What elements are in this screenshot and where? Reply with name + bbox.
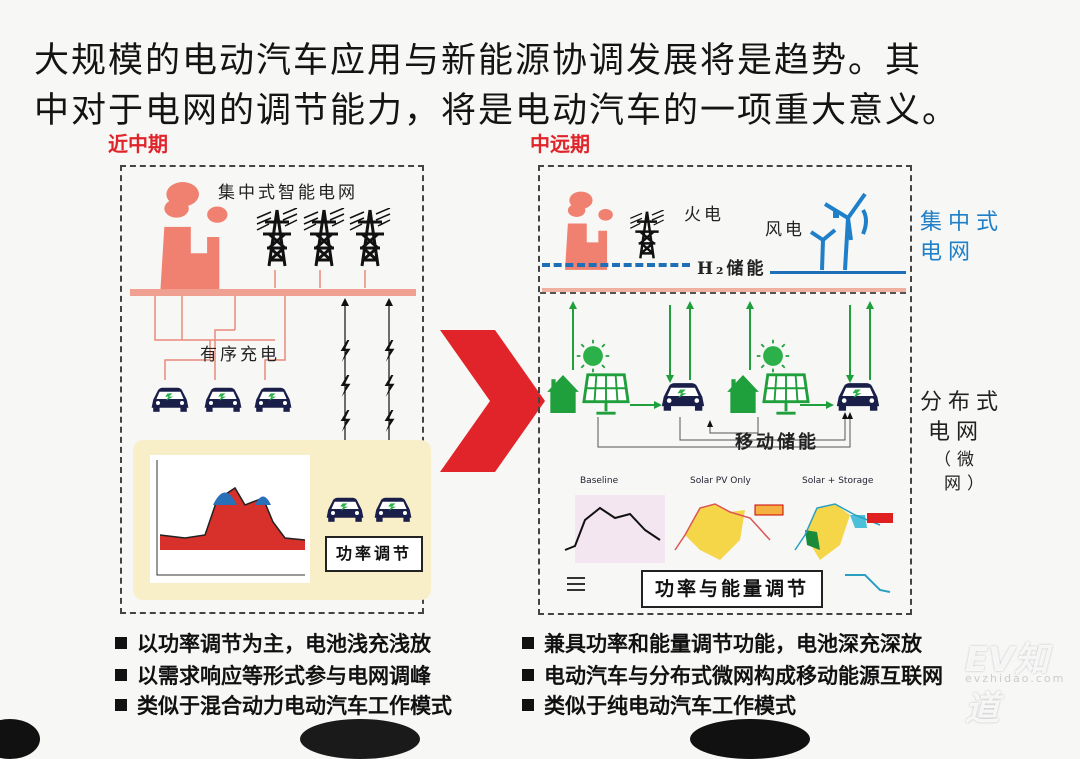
- distributed-grid-label-line-3: （微: [934, 450, 980, 470]
- central-grid-label-line-1: 集中式: [920, 210, 1005, 235]
- chart-title-solar-pv: Solar PV Only: [690, 476, 751, 486]
- near-term-panel: [120, 165, 424, 614]
- thermal-power-label: 火电: [684, 205, 724, 225]
- sun-icon: [755, 338, 791, 374]
- wind-turbine-icon: [809, 192, 868, 271]
- left-bullet: 以功率调节为主，电池浅充浅放: [115, 628, 431, 658]
- long-term-panel: [538, 165, 912, 615]
- left-bullet: 以需求响应等形式参与电网调峰: [115, 660, 431, 690]
- central-grid-line: [770, 271, 906, 274]
- electric-car-icon: [660, 380, 706, 412]
- electric-car-icon: [325, 495, 365, 523]
- lightning-icon: [382, 340, 396, 362]
- chart-title-baseline: Baseline: [580, 476, 619, 486]
- right-bullet: 兼具功率和能量调节功能，电池深充深放: [522, 628, 922, 658]
- bullet-text: 以功率调节为主，电池浅充浅放: [137, 632, 431, 656]
- panel-divider: [540, 292, 906, 294]
- slide-title-line-2: 中对于电网的调节能力，将是电动汽车的一项重大意义。: [34, 91, 960, 131]
- power-energy-regulation-box: 功率与能量调节: [641, 570, 823, 608]
- audience-head: [0, 719, 40, 759]
- left-bullet: 类似于混合动力电动汽车工作模式: [115, 690, 452, 720]
- grid-bus-bar: [130, 289, 416, 296]
- mobile-storage-label: 移动储能: [735, 432, 819, 453]
- h2-dashed-line: [542, 263, 690, 267]
- central-grid-side-label: 集中式 电网: [920, 208, 1004, 268]
- bullet-text: 电动汽车与分布式微网构成移动能源互联网: [544, 664, 943, 688]
- mid-long-term-heading: 中远期: [530, 132, 590, 156]
- central-grid-label-line-2: 电网: [920, 240, 977, 265]
- power-plant-icon: [565, 190, 623, 270]
- electric-car-icon: [373, 495, 413, 523]
- electric-car-icon: [253, 385, 293, 413]
- grid-bus-bar: [542, 288, 906, 292]
- distributed-grid-label-line-1: 分布式: [920, 390, 1005, 415]
- bullet-text: 类似于混合动力电动汽车工作模式: [137, 694, 452, 718]
- bullet-text: 兼具功率和能量调节功能，电池深充深放: [544, 632, 922, 656]
- lightning-icon: [382, 375, 396, 397]
- chevron-arrow-icon: [440, 330, 545, 472]
- chart-title-solar-storage: Solar + Storage: [802, 476, 874, 486]
- left-flow-arrows: [154, 270, 393, 498]
- audience-head: [300, 719, 420, 759]
- electric-car-icon: [835, 380, 881, 412]
- solar-panel-icon: [582, 372, 630, 416]
- transmission-tower-icon: [630, 210, 664, 260]
- slide-title-line-1: 大规模的电动汽车应用与新能源协调发展将是趋势。其: [34, 41, 923, 81]
- green-house-icon: [727, 375, 759, 413]
- distributed-flow-arrows: [569, 301, 874, 448]
- audience-head: [690, 719, 810, 759]
- solar-panel-icon: [762, 372, 810, 416]
- bullet-text: 类似于纯电动汽车工作模式: [544, 694, 796, 718]
- wind-power-label: 风电: [765, 220, 805, 240]
- central-smart-grid-label: 集中式智能电网: [218, 183, 358, 203]
- power-regulation-box: 功率调节: [325, 536, 423, 572]
- right-bullet: 电动汽车与分布式微网构成移动能源互联网: [522, 660, 943, 690]
- distributed-grid-label-line-4: 网）: [944, 474, 990, 494]
- near-mid-term-heading: 近中期: [108, 132, 168, 156]
- bullet-text: 以需求响应等形式参与电网调峰: [137, 664, 431, 688]
- h2-storage-label: H₂储能: [697, 259, 767, 279]
- watermark-url: evzhidao.com: [965, 672, 1066, 685]
- load-curve-chart: [150, 455, 310, 583]
- lightning-icon: [338, 375, 352, 397]
- electric-car-icon: [203, 385, 243, 413]
- distributed-grid-label-line-2: 电网: [928, 420, 985, 445]
- sun-icon: [575, 338, 611, 374]
- lightning-icon: [338, 410, 352, 432]
- electric-car-icon: [150, 385, 190, 413]
- right-bullet: 类似于纯电动汽车工作模式: [522, 690, 796, 720]
- green-house-icon: [547, 375, 579, 413]
- lightning-icon: [338, 340, 352, 362]
- energy-curves-chart: [564, 495, 893, 593]
- lightning-icon: [382, 410, 396, 432]
- distributed-grid-side-label: 分布式 电网 （微 网）: [920, 388, 1004, 496]
- ordered-charging-label: 有序充电: [200, 345, 280, 365]
